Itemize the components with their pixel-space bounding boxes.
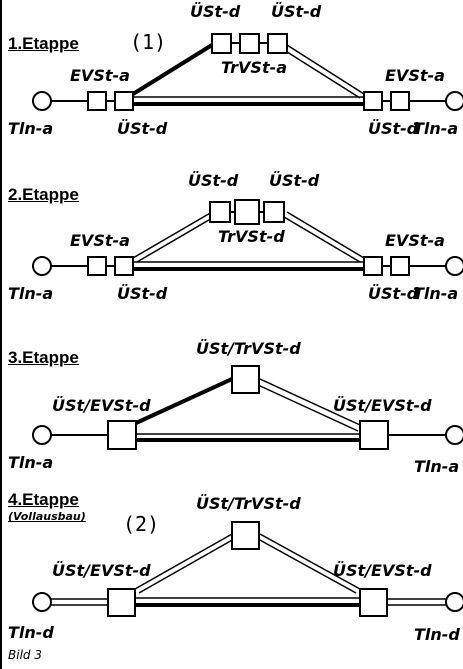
stage-2-right-lower-label: ÜSt-d bbox=[368, 284, 419, 303]
stage-2-right-upper-label: EVSt-a bbox=[385, 231, 445, 250]
node-evst-left bbox=[87, 91, 107, 111]
stage-4-right-terminal-label: Tln-d bbox=[414, 625, 460, 644]
stage-1-marker: (1) bbox=[130, 30, 167, 54]
stage-4-top-label: ÜSt/TrVSt-d bbox=[196, 494, 301, 513]
stage-4-left-upper-label: ÜSt/EVSt-d bbox=[52, 561, 151, 580]
stage-4-title: 4.Etappe bbox=[8, 490, 79, 509]
stage-1-left-upper-label: EVSt-a bbox=[70, 66, 130, 85]
terminal-right bbox=[445, 91, 463, 111]
terminal-left bbox=[32, 91, 52, 111]
stage-4-marker: (2) bbox=[123, 512, 160, 536]
stage-3-graphics bbox=[32, 365, 463, 450]
figure-caption: Bild 3 bbox=[8, 648, 42, 662]
stage-2-top-label-left: ÜSt-d bbox=[188, 171, 239, 190]
stage-3-left-upper-label: ÜSt/EVSt-d bbox=[52, 396, 151, 415]
stage-4-subtitle: (Vollausbau) bbox=[8, 510, 86, 523]
node-evst-right bbox=[390, 91, 410, 111]
stage-1-right-upper-label: EVSt-a bbox=[385, 66, 445, 85]
stage-1-title: 1.Etappe bbox=[8, 34, 79, 53]
stage-1-top-label-center: TrVSt-a bbox=[221, 58, 288, 77]
node-ust-left bbox=[114, 91, 134, 111]
stage-2-right-terminal-label: Tln-a bbox=[413, 284, 459, 303]
node-ust-top-left bbox=[211, 33, 232, 54]
diag-left bbox=[131, 43, 214, 96]
stage-2-title: 2.Etappe bbox=[8, 185, 79, 204]
stage-1-graphics bbox=[32, 33, 463, 111]
stage-4-graphics bbox=[32, 521, 463, 617]
stage-1-left-terminal-label: Tln-a bbox=[8, 119, 54, 138]
stage-4-left-terminal-label: Tln-d bbox=[8, 623, 54, 642]
stage-3-right-upper-label: ÜSt/EVSt-d bbox=[333, 396, 432, 415]
stage-2-left-terminal-label: Tln-a bbox=[8, 284, 54, 303]
stage-1-right-terminal-label: Tln-a bbox=[413, 119, 459, 138]
stage-2-left-lower-label: ÜSt-d bbox=[117, 284, 168, 303]
stage-3-title: 3.Etappe bbox=[8, 348, 79, 367]
stage-3-right-terminal-label: Tln-a bbox=[414, 457, 460, 476]
stage-4-right-upper-label: ÜSt/EVSt-d bbox=[333, 561, 432, 580]
diag-right-b bbox=[283, 49, 361, 99]
node-ust-top-right bbox=[267, 33, 288, 54]
stage-2-graphics bbox=[32, 199, 463, 276]
stage-1-top-label-right: ÜSt-d bbox=[271, 2, 322, 21]
node-ust-right bbox=[363, 91, 383, 111]
stage-2-left-upper-label: EVSt-a bbox=[70, 231, 130, 250]
stage-1-top-label-left: ÜSt-d bbox=[190, 2, 241, 21]
stage-3-top-label: ÜSt/TrVSt-d bbox=[196, 339, 301, 358]
stage-3-left-terminal-label: Tln-a bbox=[8, 453, 54, 472]
diag-right-a bbox=[286, 44, 365, 95]
stage-2-top-label-center: TrVSt-d bbox=[218, 227, 285, 246]
stage-1-left-lower-label: ÜSt-d bbox=[117, 119, 168, 138]
stage-1-right-lower-label: ÜSt-d bbox=[368, 119, 419, 138]
node-trvst-top bbox=[239, 33, 260, 54]
stage-2-top-label-right: ÜSt-d bbox=[269, 171, 320, 190]
